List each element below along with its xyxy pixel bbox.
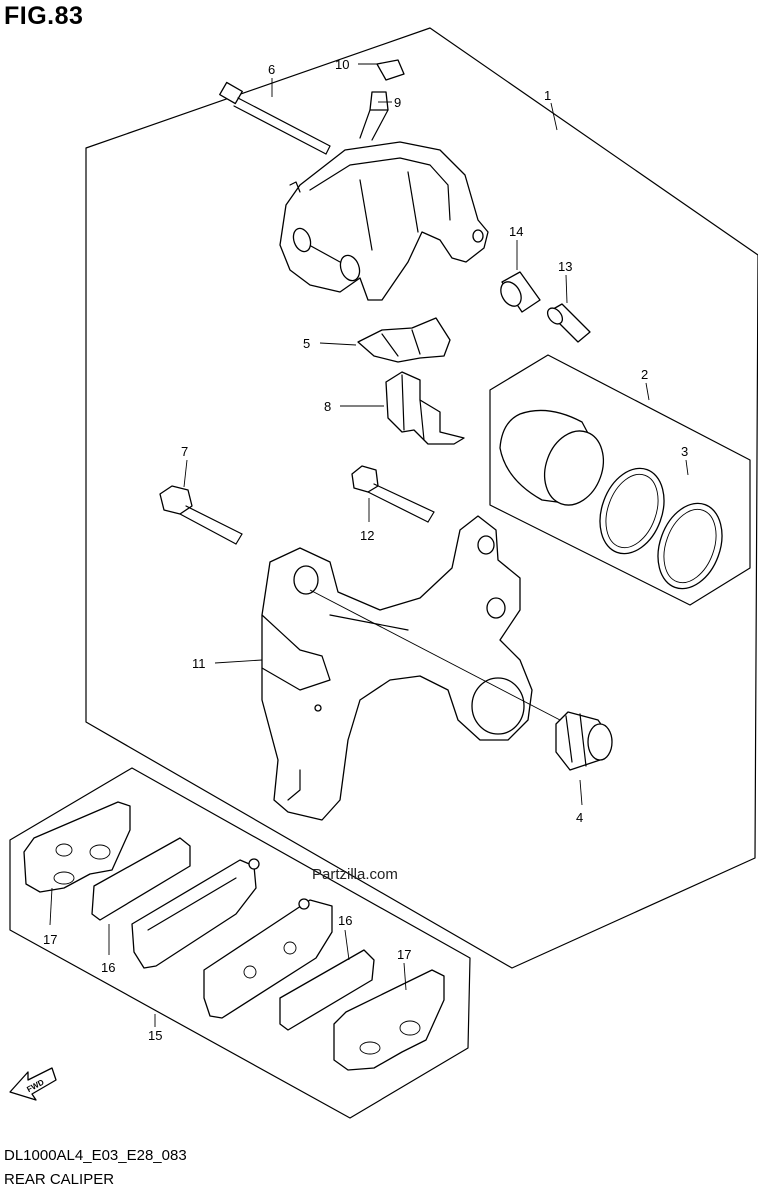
callout-1: 1	[544, 88, 551, 103]
callout-14: 14	[509, 224, 523, 239]
piston-group-frame	[489, 354, 751, 606]
caliper-assembly-frame	[85, 27, 758, 969]
pad-shim-left-inner-part	[91, 837, 191, 921]
pad-retainer-part	[385, 371, 465, 445]
callout-10: 10	[335, 57, 349, 72]
bracket-bolt-part	[351, 465, 435, 523]
callout-17-right: 17	[397, 947, 411, 962]
pad-shim-right-part	[333, 969, 445, 1071]
callout-16-left: 16	[101, 960, 115, 975]
watermark-text: Partzilla.com	[312, 866, 398, 883]
callout-2: 2	[641, 367, 648, 382]
callout-8: 8	[324, 399, 331, 414]
caliper-bracket-part	[261, 515, 533, 821]
piston-seal-part	[599, 467, 723, 590]
callout-12: 12	[360, 528, 374, 543]
callout-11: 11	[192, 656, 206, 671]
callout-3: 3	[681, 444, 688, 459]
figure-name: REAR CALIPER	[4, 1171, 115, 1188]
callout-5: 5	[303, 336, 310, 351]
callout-4: 4	[576, 810, 583, 825]
callout-16-right: 16	[338, 913, 352, 928]
forward-direction-arrow: FWD	[9, 1067, 57, 1101]
bleeder-valve-part	[359, 91, 389, 141]
callout-7: 7	[181, 444, 188, 459]
mount-bolt-part	[159, 485, 243, 545]
callout-9: 9	[394, 95, 401, 110]
brake-pad-right-part	[203, 898, 333, 1019]
piston-boot-part	[555, 711, 613, 771]
pad-set-frame	[9, 767, 471, 1119]
figure-title: FIG.83	[4, 2, 84, 30]
piston-part	[499, 409, 604, 506]
pin-boot-part	[500, 271, 541, 313]
pin-bolt-part	[219, 81, 331, 155]
pad-spring-part	[357, 317, 451, 363]
callout-15: 15	[148, 1028, 162, 1043]
figure-code: DL1000AL4_E03_E28_083	[4, 1147, 187, 1164]
callout-17-left: 17	[43, 932, 57, 947]
leader-lines	[49, 63, 689, 1027]
callout-13: 13	[558, 259, 572, 274]
bleeder-cap-part	[376, 59, 405, 81]
caliper-body-part	[279, 141, 489, 301]
pad-shim-left-part	[23, 801, 131, 893]
sleeve-part	[546, 303, 591, 343]
pad-shim-right-inner-part	[279, 949, 375, 1031]
brake-pad-left-part	[131, 858, 260, 969]
callout-6: 6	[268, 62, 275, 77]
